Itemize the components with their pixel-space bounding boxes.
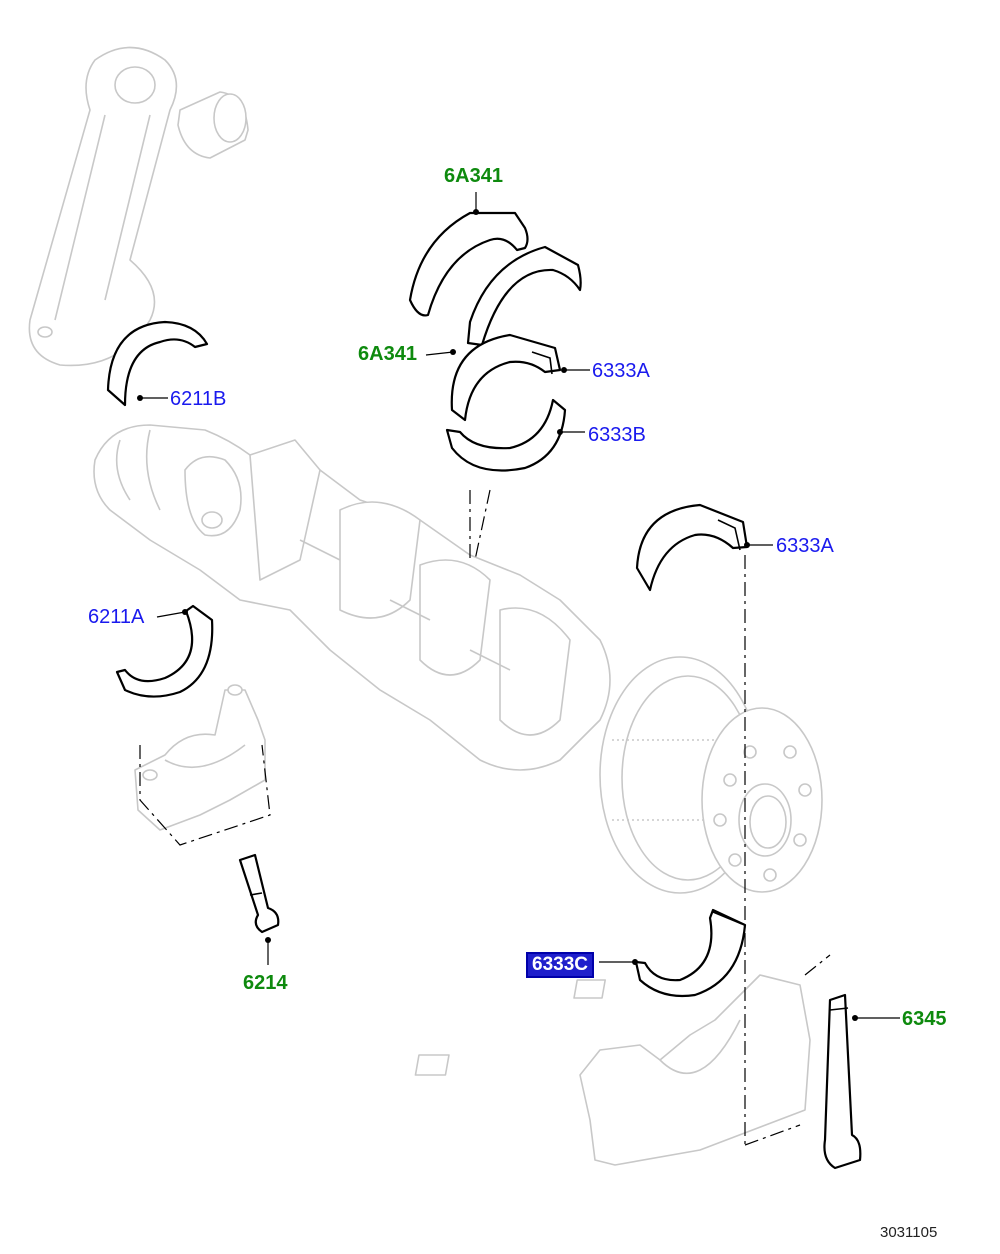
callout-6333a-upper[interactable]: 6333A [592,360,650,382]
conrod-bearing-6211a [115,604,214,698]
flywheel-gear-ghost [599,656,823,894]
callout-6211a[interactable]: 6211A [88,606,145,628]
leader-lines [137,192,900,1021]
callout-6a341-mid[interactable]: 6A341 [358,343,417,365]
drawing-number: 3031105 [880,1224,938,1241]
thrust-washer-upper [408,211,529,317]
callout-6333a-lower[interactable]: 6333A [776,535,834,557]
callout-6333c-selected[interactable]: 6333C [526,952,594,978]
callout-6214[interactable]: 6214 [243,972,288,994]
piston-pin-bushing-ghost [177,91,249,159]
callout-6345[interactable]: 6345 [902,1008,947,1030]
bolt-6214 [238,853,280,934]
thrust-washer-lower [466,245,582,347]
main-bearing-shell-6333c [634,908,747,998]
centerlines [139,489,831,1146]
main-bearing-shell-lower-right [635,503,749,592]
callout-6a341-top[interactable]: 6A341 [444,165,503,187]
main-bearing-shell-upper-pair [445,333,567,472]
main-bearing-cap-right-ghost [414,974,811,1166]
crankshaft-ghost [93,424,611,771]
main-bearing-cap-left-ghost [134,684,266,831]
connecting-rod-ghost [28,46,178,367]
callout-6211b[interactable]: 6211B [170,388,227,410]
conrod-bearing-6211b [106,320,209,407]
callout-6333b[interactable]: 6333B [588,424,646,446]
bolt-6345 [823,993,862,1170]
